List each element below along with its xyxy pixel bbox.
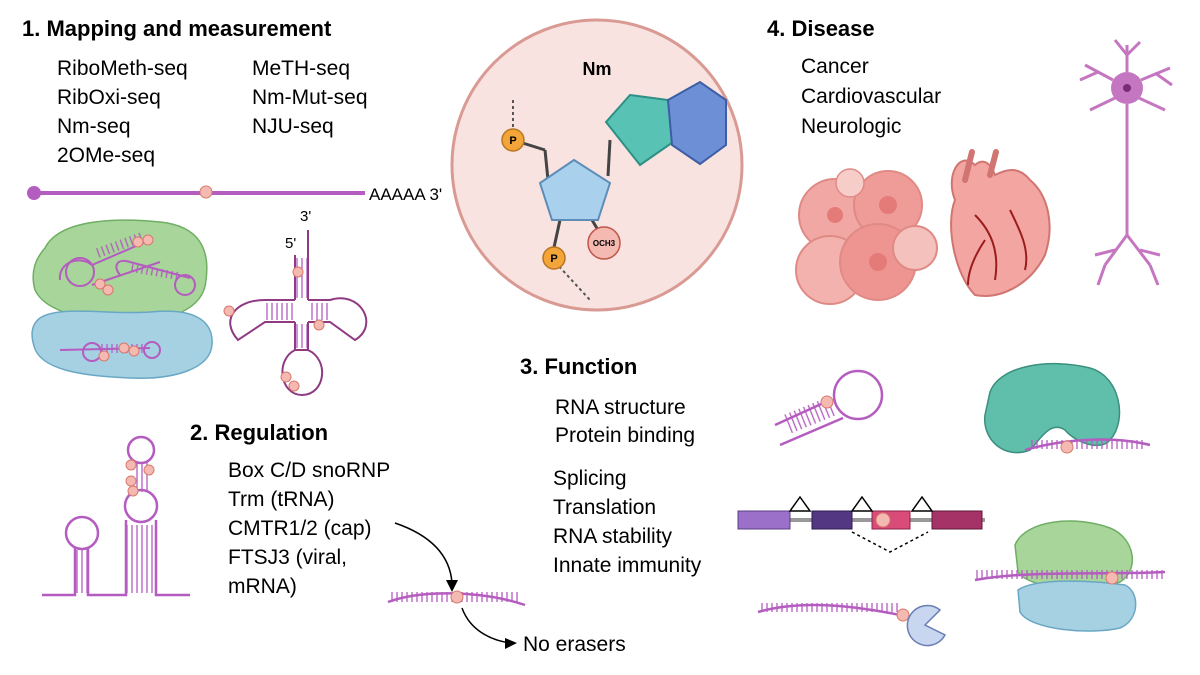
disease-neurologic: Neurologic [801,115,902,138]
regulator-trm: Trm (tRNA) [228,488,335,511]
neuron-icon [1079,39,1173,286]
method-ribometh-seq: RiboMeth-seq [57,57,188,80]
mapping-heading: 1. Mapping and measurement [22,16,332,41]
splicing-exons [737,495,985,553]
disease-cancer: Cancer [801,55,869,78]
trna-cloverleaf: 3' 5' [223,208,368,397]
function-innate-immunity: Innate immunity [553,554,702,577]
exonuclease-icon [906,604,947,647]
phosphate-label-bottom: P [550,253,557,265]
mrna-strand: AAAAA 3' [27,185,442,204]
method-nm-mut-seq: Nm-Mut-seq [252,86,368,109]
disease-cardiovascular: Cardiovascular [801,85,942,108]
method-meth-seq: MeTH-seq [252,57,351,80]
function-translation: Translation [553,496,657,519]
regulator-ftsj3: FTSJ3 (viral, [228,546,348,569]
method-2ome-seq: 2OMe-seq [57,144,156,167]
method-riboxi-seq: RibOxi-seq [57,86,161,109]
mrna-polya-tail: AAAAA 3' [369,185,442,204]
nm-structure-panel: Nm P P OCH3 [450,18,744,312]
cancer-cells-icon [795,168,938,305]
rna-decay-illustration [757,603,947,647]
no-erasers-label: No erasers [523,633,626,656]
regulator-ftsj3-cont: mRNA) [228,575,297,598]
phosphate-label-top: P [509,135,516,147]
trna-5prime-label: 5' [285,235,296,252]
trna-3prime-label: 3' [300,208,311,225]
regulation-heading: 2. Regulation [190,420,329,445]
function-rna-structure: RNA structure [555,396,686,419]
method-nm-seq: Nm-seq [57,115,131,138]
rna-hairpin-structure [774,369,884,447]
function-rna-stability: RNA stability [553,525,673,548]
protein-binding-illustration [984,362,1151,454]
rrna-ribosome-illustration [31,219,213,379]
function-splicing: Splicing [553,467,627,490]
regulator-box-cd-snornp: Box C/D snoRNP [228,459,391,482]
nm-title: Nm [582,59,611,79]
disease-heading: 4. Disease [767,16,875,41]
heart-icon [950,149,1051,297]
function-protein-binding: Protein binding [555,424,696,447]
snorna-hairpins [42,435,190,597]
translation-ribosome [974,520,1166,632]
function-heading: 3. Function [520,354,638,379]
regulation-arrows [387,522,526,649]
och3-label: OCH3 [593,239,616,248]
regulator-cmtr: CMTR1/2 (cap) [228,517,372,540]
method-nju-seq: NJU-seq [252,115,334,138]
